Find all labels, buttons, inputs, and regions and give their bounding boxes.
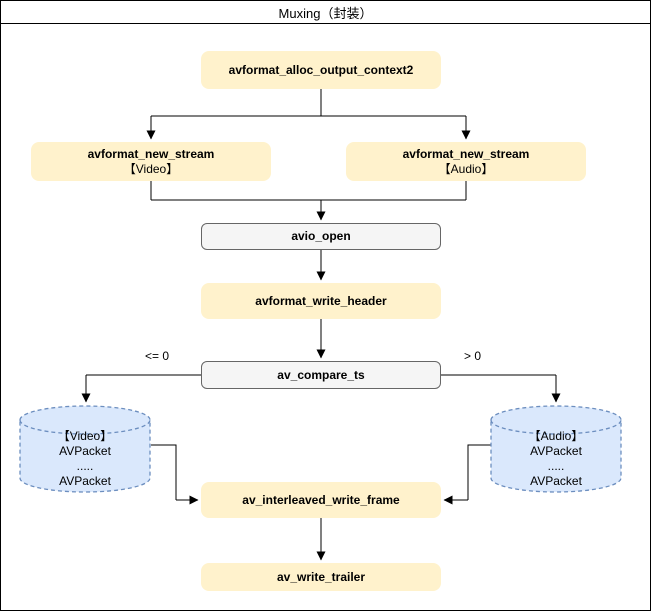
node-av-compare-ts[interactable]: av_compare_ts <box>201 361 441 389</box>
cylinder-line: 【Audio】 <box>528 429 584 443</box>
cylinder-text: 【Video】 AVPacket ..... AVPacket <box>19 429 151 489</box>
node-label: av_compare_ts <box>277 367 365 382</box>
node-avformat-new-stream-audio[interactable]: avformat_new_stream 【Audio】 <box>346 142 586 181</box>
cylinder-line: AVPacket <box>59 444 111 458</box>
cylinder-line: ..... <box>76 459 94 473</box>
node-label: av_write_trailer <box>276 569 366 584</box>
edge-video-cyl-bend <box>151 444 177 500</box>
node-label: avformat_new_stream <box>87 146 215 161</box>
node-label: avio_open <box>291 229 351 243</box>
cylinder-shape <box>19 405 151 493</box>
node-avformat-write-header[interactable]: avformat_write_header <box>201 283 441 319</box>
cylinder-line: AVPacket <box>530 474 582 488</box>
node-avformat-alloc-output-context2[interactable]: avformat_alloc_output_context2 <box>201 51 441 89</box>
node-av-write-trailer[interactable]: av_write_trailer <box>201 563 441 591</box>
node-avformat-new-stream-video[interactable]: avformat_new_stream 【Video】 <box>31 142 271 181</box>
node-sublabel: 【Video】 <box>123 161 179 176</box>
branch-label-gt-zero: > 0 <box>464 349 482 363</box>
node-label: avformat_new_stream <box>402 146 530 161</box>
branch-label-le-zero: <= 0 <box>145 349 170 363</box>
cylinder-line: AVPacket <box>59 474 111 488</box>
cylinder-shape <box>490 405 622 493</box>
node-label: avformat_alloc_output_context2 <box>228 62 414 77</box>
cylinder-line: 【Video】 <box>57 429 113 443</box>
cylinder-line: ..... <box>547 459 565 473</box>
diagram-title: Muxing（封装） <box>1 1 650 24</box>
cylinder-line: AVPacket <box>530 444 582 458</box>
edge-streams-merge <box>150 181 467 201</box>
node-label: av_interleaved_write_frame <box>242 492 400 507</box>
node-av-interleaved-write-frame[interactable]: av_interleaved_write_frame <box>201 482 441 518</box>
edge-audio-cyl-bend <box>467 444 491 500</box>
cylinder-audio-packets[interactable]: 【Audio】 AVPacket ..... AVPacket <box>490 405 622 493</box>
cylinder-text: 【Audio】 AVPacket ..... AVPacket <box>490 429 622 489</box>
node-label: avformat_write_header <box>255 293 387 308</box>
node-avio-open[interactable]: avio_open <box>201 223 441 250</box>
edge-alloc-split <box>151 89 466 117</box>
cylinder-video-packets[interactable]: 【Video】 AVPacket ..... AVPacket <box>19 405 151 493</box>
node-sublabel: 【Audio】 <box>438 161 494 176</box>
